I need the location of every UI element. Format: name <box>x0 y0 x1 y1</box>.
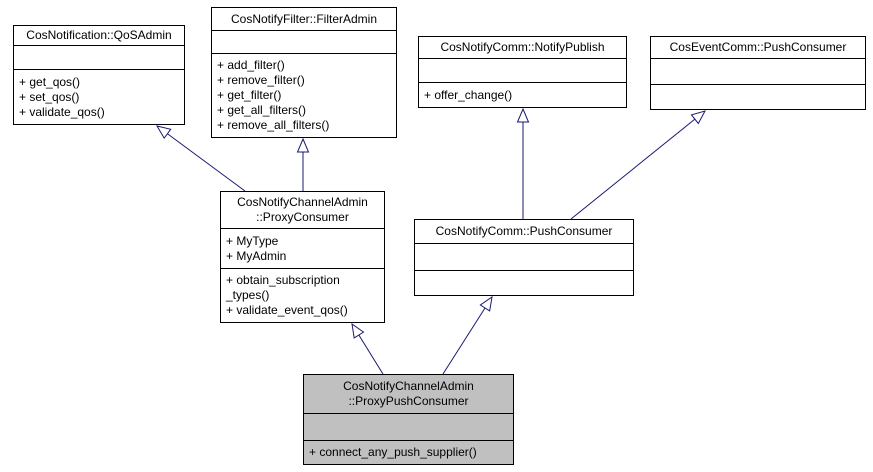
cosnotifyfilter-filteradmin-method-line: + get_all_filters() <box>217 103 307 117</box>
inheritance-arrowhead-icon <box>351 322 365 339</box>
coseventcomm-pushconsumer-methods-section <box>651 85 865 109</box>
cosnotifycomm-notifypublish-class-name: CosNotifyComm::NotifyPublish <box>419 37 626 59</box>
cosnotifyfilter-filteradmin-method-line: + get_filter() <box>217 88 282 102</box>
cosnotification-qosadmin-attributes-section <box>14 46 184 70</box>
cosnotifyfilter-filteradmin-attributes-section <box>212 31 396 54</box>
cosnotifychanneladmin-proxypushconsumer-attributes-section <box>304 414 513 441</box>
cosnotifychanneladmin-proxyconsumer-class-name: CosNotifyChannelAdmin::ProxyConsumer <box>221 192 384 229</box>
cosnotifychanneladmin-proxyconsumer-methods-section: + obtain_subscription_types()+ validate_… <box>221 269 384 322</box>
inheritance-arrowhead-icon <box>516 107 530 123</box>
inheritance-arrowhead-icon <box>479 295 493 312</box>
cosnotifycomm-pushconsumer-methods-section <box>415 271 633 295</box>
cosnotification-qosadmin-class-name: CosNotification::QoSAdmin <box>14 26 184 46</box>
inheritance-edge-line <box>442 307 486 375</box>
coseventcomm-pushconsumer-attributes-section <box>651 59 865 85</box>
cosnotifyfilter-filteradmin-method-line: + add_filter() <box>217 58 285 72</box>
cosnotifychanneladmin-proxyconsumer-method-line: + obtain_subscription <box>226 273 340 287</box>
cosnotifychanneladmin-proxypushconsumer-class-name: CosNotifyChannelAdmin::ProxyPushConsumer <box>304 375 513 414</box>
cosnotifycomm-notifypublish-method-line: + offer_change() <box>424 87 513 102</box>
cosnotifychanneladmin-proxyconsumer-class-name-line: CosNotifyChannelAdmin <box>237 195 368 209</box>
cosnotifycomm-notifypublish-class-box[interactable]: CosNotifyComm::NotifyPublish+ offer_chan… <box>418 36 627 108</box>
inheritance-arrowhead-icon <box>296 137 310 153</box>
inheritance-edge-line <box>358 334 384 375</box>
cosnotifycomm-notifypublish-methods-section: + offer_change() <box>419 83 626 107</box>
cosnotifyfilter-filteradmin-class-name: CosNotifyFilter::FilterAdmin <box>212 8 396 31</box>
cosnotifychanneladmin-proxyconsumer-attributes-section: + MyType+ MyAdmin <box>221 229 384 269</box>
cosnotifycomm-notifypublish-attributes-section <box>419 59 626 83</box>
cosnotifychanneladmin-proxypushconsumer-methods-section: + connect_any_push_supplier() <box>304 441 513 464</box>
cosnotifychanneladmin-proxypushconsumer-class-box[interactable]: CosNotifyChannelAdmin::ProxyPushConsumer… <box>303 374 514 465</box>
cosnotifychanneladmin-proxyconsumer-attribute-line: + MyAdmin <box>226 248 287 263</box>
cosnotifychanneladmin-proxyconsumer-class-box[interactable]: CosNotifyChannelAdmin::ProxyConsumer+ My… <box>220 191 385 323</box>
inheritance-arrowhead-icon <box>690 110 706 125</box>
cosnotifycomm-pushconsumer-class-name-line: CosNotifyComm::PushConsumer <box>435 224 613 238</box>
cosnotification-qosadmin-method-line: + get_qos() <box>19 74 81 89</box>
cosnotifycomm-pushconsumer-class-box[interactable]: CosNotifyComm::PushConsumer <box>414 219 634 296</box>
cosnotifyfilter-filteradmin-method-line: + remove_filter() <box>217 73 305 87</box>
cosnotifychanneladmin-proxyconsumer-method-line: + validate_event_qos() <box>226 303 348 317</box>
cosnotifychanneladmin-proxypushconsumer-class-name-line: CosNotifyChannelAdmin <box>343 379 474 393</box>
cosnotifychanneladmin-proxyconsumer-class-name-line: ::ProxyConsumer <box>256 210 349 224</box>
cosnotifyfilter-filteradmin-method-line: + remove_all_filters() <box>217 118 330 132</box>
cosnotifychanneladmin-proxyconsumer-attribute-line: + MyType <box>226 233 279 248</box>
cosnotifycomm-pushconsumer-class-name: CosNotifyComm::PushConsumer <box>415 220 633 244</box>
cosnotifyfilter-filteradmin-class-name-line: CosNotifyFilter::FilterAdmin <box>230 11 378 26</box>
cosnotifycomm-pushconsumer-attributes-section <box>415 244 633 271</box>
coseventcomm-pushconsumer-class-name: CosEventComm::PushConsumer <box>651 37 865 59</box>
cosnotifycomm-notifypublish-class-name-line: CosNotifyComm::NotifyPublish <box>440 40 605 54</box>
cosnotification-qosadmin-class-box[interactable]: CosNotification::QoSAdmin+ get_qos()+ se… <box>13 25 185 125</box>
cosnotifyfilter-filteradmin-methods-section: + add_filter()+ remove_filter()+ get_fil… <box>212 54 396 137</box>
cosnotifychanneladmin-proxyconsumer-method-line: _types() <box>226 288 270 302</box>
cosnotification-qosadmin-class-name-line: CosNotification::QoSAdmin <box>26 28 172 42</box>
cosnotifychanneladmin-proxypushconsumer-method-line: + connect_any_push_supplier() <box>309 445 477 459</box>
cosnotification-qosadmin-methods-section: + get_qos()+ set_qos()+ validate_qos() <box>14 70 184 124</box>
coseventcomm-pushconsumer-class-name-line: CosEventComm::PushConsumer <box>669 40 847 54</box>
cosnotifyfilter-filteradmin-class-box[interactable]: CosNotifyFilter::FilterAdmin+ add_filter… <box>211 7 397 138</box>
inheritance-arrowhead-icon <box>155 125 172 140</box>
cosnotifychanneladmin-proxypushconsumer-class-name-line: ::ProxyPushConsumer <box>348 394 469 408</box>
cosnotification-qosadmin-method-line: + validate_qos() <box>19 104 105 119</box>
inheritance-edge-line <box>570 118 696 220</box>
coseventcomm-pushconsumer-class-box[interactable]: CosEventComm::PushConsumer <box>650 36 866 110</box>
inheritance-edge-line <box>167 133 246 192</box>
cosnotification-qosadmin-method-line: + set_qos() <box>19 89 80 104</box>
